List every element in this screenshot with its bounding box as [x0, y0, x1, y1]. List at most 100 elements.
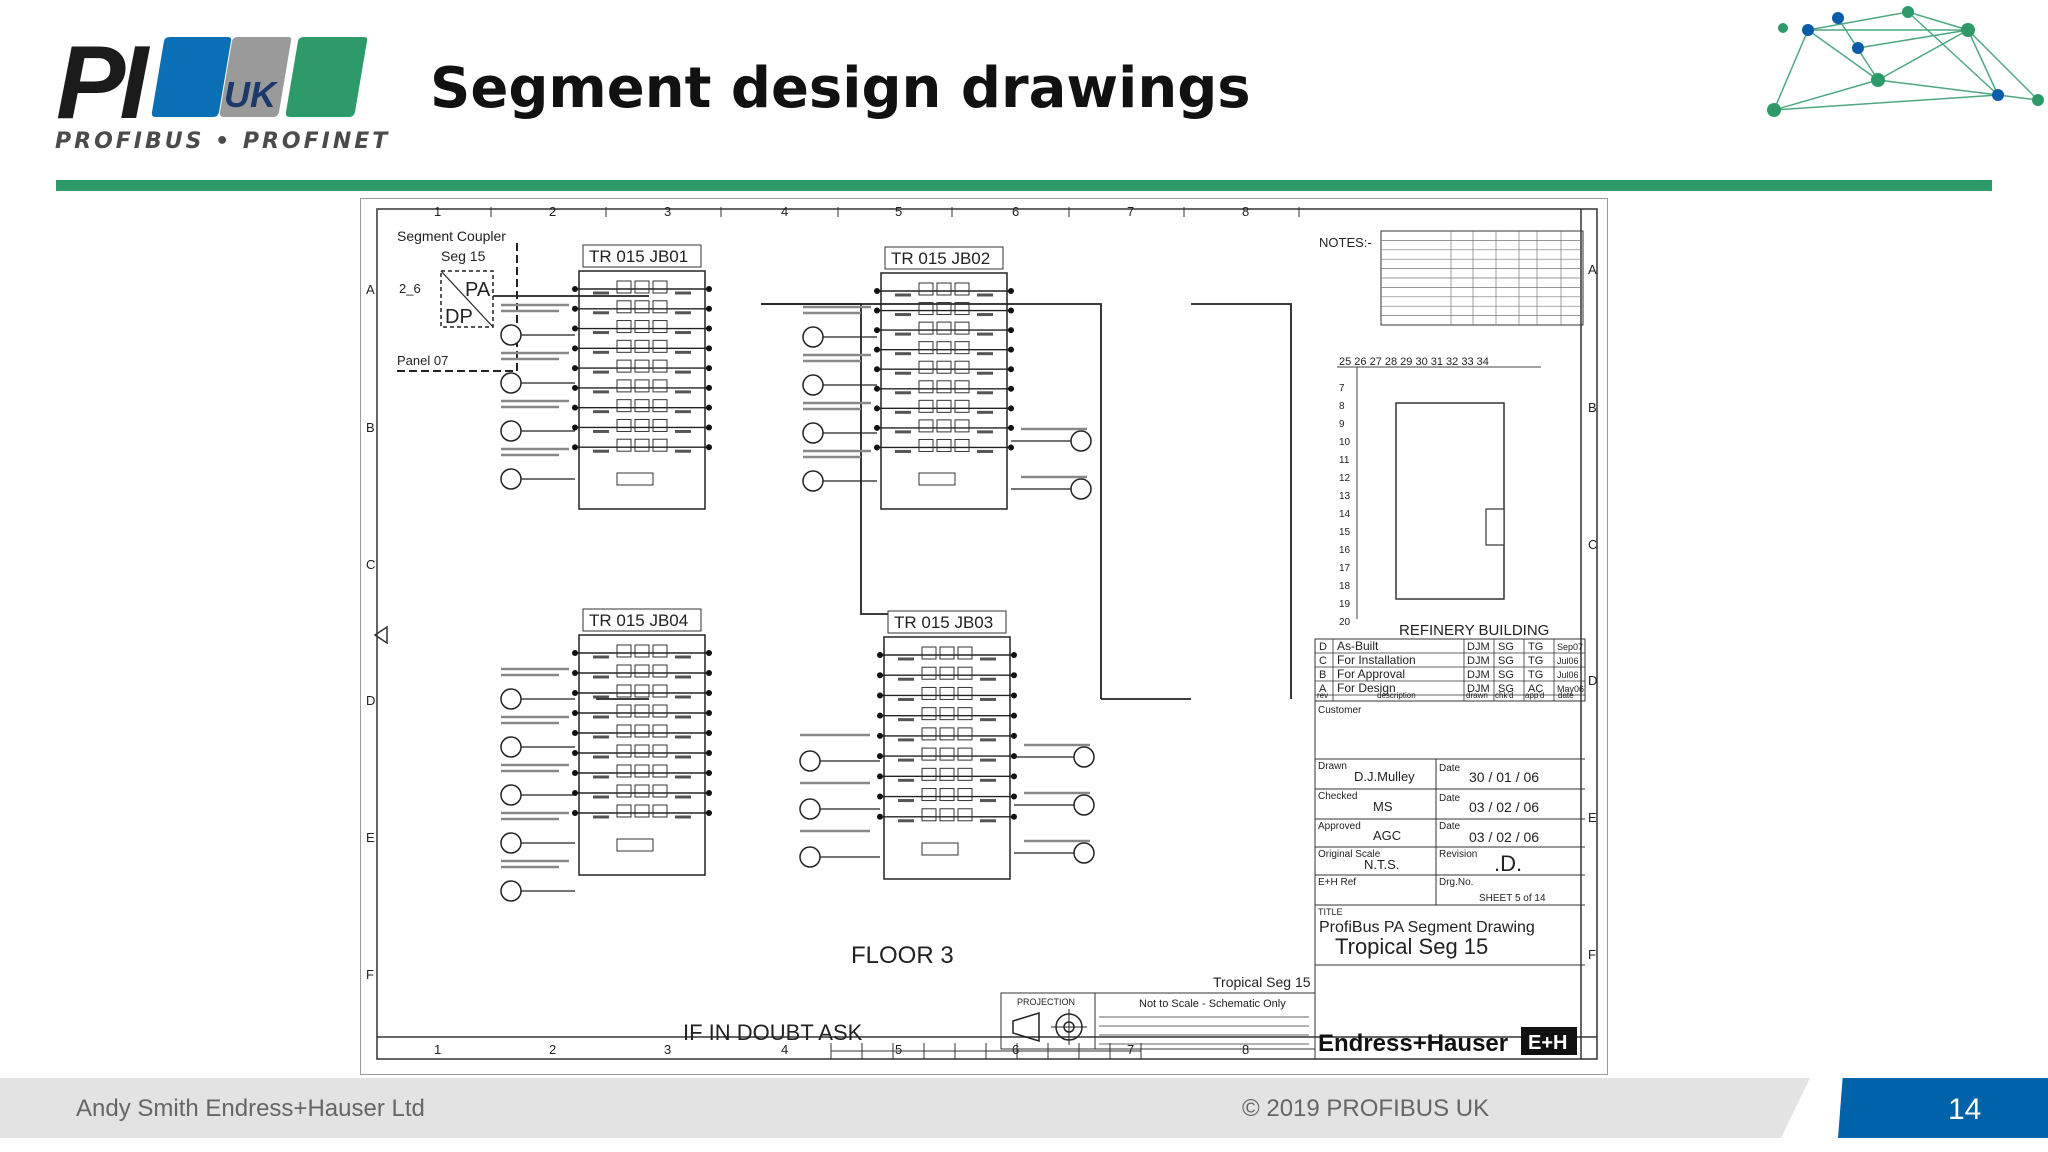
- coupler-seg: Seg 15: [441, 248, 486, 264]
- svg-text:Drg.No.: Drg.No.: [1439, 877, 1473, 888]
- column-label-bottom: 2: [549, 1042, 556, 1057]
- logo-pi-text: PI: [56, 25, 148, 141]
- svg-text:Date: Date: [1439, 793, 1461, 804]
- grid-side-number: 13: [1339, 491, 1351, 502]
- date-checked: 03 / 02 / 06: [1469, 799, 1539, 815]
- checked-by: MS: [1373, 799, 1393, 814]
- junction-box: TR 015 JB04: [500, 608, 712, 902]
- revision-value: .D.: [1494, 851, 1522, 876]
- slide-title: Segment design drawings: [430, 56, 1251, 121]
- grid-side-number: 20: [1339, 617, 1351, 628]
- header-divider: [56, 180, 1992, 191]
- grid-side-number: 10: [1339, 437, 1351, 448]
- junction-box: TR 015 JB03: [799, 610, 1095, 880]
- svg-text:Date: Date: [1439, 821, 1461, 832]
- scale-value: N.T.S.: [1364, 857, 1399, 872]
- revision-code: B: [1319, 669, 1326, 681]
- date-drawn: 30 / 01 / 06: [1469, 769, 1539, 785]
- grid-side-number: 9: [1339, 419, 1345, 430]
- logo-grey-block: [219, 37, 292, 117]
- notes-label: NOTES:-: [1319, 235, 1372, 250]
- revision-approved: TG: [1528, 655, 1543, 667]
- revision-approved: TG: [1528, 641, 1543, 653]
- svg-text:Revision: Revision: [1439, 849, 1477, 860]
- company-name: Endress+Hauser: [1318, 1030, 1508, 1057]
- column-label-top: 4: [781, 204, 788, 219]
- coupler-label: Segment Coupler: [397, 228, 506, 244]
- row-label-left: B: [366, 420, 375, 435]
- center-marker: [373, 625, 388, 645]
- notes-table: NOTES:-: [1319, 230, 1584, 326]
- revision-header: rev: [1317, 691, 1328, 700]
- page-number: 14: [1948, 1093, 1982, 1126]
- profibus-uk-logo: PI UK PROFIBUS • PROFINET: [52, 25, 387, 160]
- grid-side-number: 17: [1339, 563, 1351, 574]
- grid-side-number: 19: [1339, 599, 1351, 610]
- column-label-bottom: 1: [434, 1042, 441, 1057]
- revision-header: app'd: [1525, 691, 1544, 700]
- row-label-right: C: [1588, 537, 1597, 552]
- revision-approved: AC: [1528, 683, 1543, 695]
- grid-side-number: 15: [1339, 527, 1351, 538]
- revision-date: May06: [1557, 684, 1584, 694]
- revision-header: chk'd: [1495, 691, 1513, 700]
- grid-side-number: 7: [1339, 383, 1345, 394]
- row-label-right: B: [1588, 400, 1597, 415]
- revision-drawn: DJM: [1467, 655, 1490, 667]
- revision-header: drawn: [1466, 691, 1488, 700]
- revision-drawn: DJM: [1467, 683, 1490, 695]
- revision-code: C: [1319, 655, 1327, 667]
- revision-description: For Installation: [1337, 653, 1416, 667]
- drawing-title-2: Tropical Seg 15: [1335, 934, 1488, 959]
- column-label-top: 6: [1012, 204, 1019, 219]
- svg-text:E+H Ref: E+H Ref: [1318, 877, 1356, 888]
- footer-author: Andy Smith Endress+Hauser Ltd: [76, 1095, 425, 1122]
- svg-text:Drawn: Drawn: [1318, 761, 1347, 772]
- revision-checked: SG: [1498, 655, 1514, 667]
- revision-checked: SG: [1498, 669, 1514, 681]
- grid-side-number: 14: [1339, 509, 1351, 520]
- projection-block: PROJECTION: [1000, 992, 1096, 1050]
- footer-bar: [0, 1078, 1810, 1138]
- revision-header: date: [1558, 691, 1574, 700]
- logo-uk-text: UK: [224, 74, 276, 115]
- junction-box-label: TR 015 JB01: [589, 247, 688, 266]
- revision-description: As-Built: [1337, 639, 1379, 653]
- approved-by: AGC: [1373, 828, 1401, 843]
- revision-date: Jul06: [1557, 670, 1579, 680]
- network-decoration: [1767, 6, 2044, 117]
- coupler-panel: Panel 07: [397, 353, 448, 368]
- revision-description: For Design: [1337, 681, 1396, 695]
- company-mark: E+H: [1528, 1032, 1567, 1054]
- segment-coupler: Segment Coupler Seg 15 2_6 PA DP Panel 0…: [397, 228, 518, 372]
- row-label-right: D: [1588, 673, 1597, 688]
- revision-description: For Approval: [1337, 667, 1405, 681]
- coupler-dp: DP: [445, 306, 473, 328]
- column-label-top: 2: [549, 204, 556, 219]
- svg-text:Checked: Checked: [1318, 791, 1357, 802]
- column-label-bottom: 3: [664, 1042, 671, 1057]
- coupler-pa: PA: [465, 279, 491, 301]
- building-label: REFINERY BUILDING: [1399, 622, 1549, 639]
- row-label-left: D: [366, 693, 375, 708]
- floor-label: FLOOR 3: [851, 942, 954, 969]
- grid-side-number: 8: [1339, 401, 1345, 412]
- row-label-right: E: [1588, 810, 1597, 825]
- column-label-top: 3: [664, 204, 671, 219]
- revision-header: description: [1377, 691, 1416, 700]
- logo-shapes: [151, 37, 368, 117]
- revision-drawn: DJM: [1467, 669, 1490, 681]
- doubt-label: IF IN DOUBT ASK: [683, 1020, 863, 1045]
- sheet-number: SHEET 5 of 14: [1479, 893, 1546, 904]
- bottom-scale-ticks: [830, 1043, 1142, 1059]
- svg-text:TITLE: TITLE: [1318, 907, 1343, 917]
- grid-side-number: 18: [1339, 581, 1351, 592]
- svg-text:Approved: Approved: [1318, 821, 1361, 832]
- revision-date: Sep07: [1557, 642, 1583, 652]
- grid-top-numbers: 25 26 27 28 29 30 31 32 33 34: [1339, 356, 1489, 368]
- column-label-top: 5: [895, 204, 902, 219]
- revision-drawn: DJM: [1467, 641, 1490, 653]
